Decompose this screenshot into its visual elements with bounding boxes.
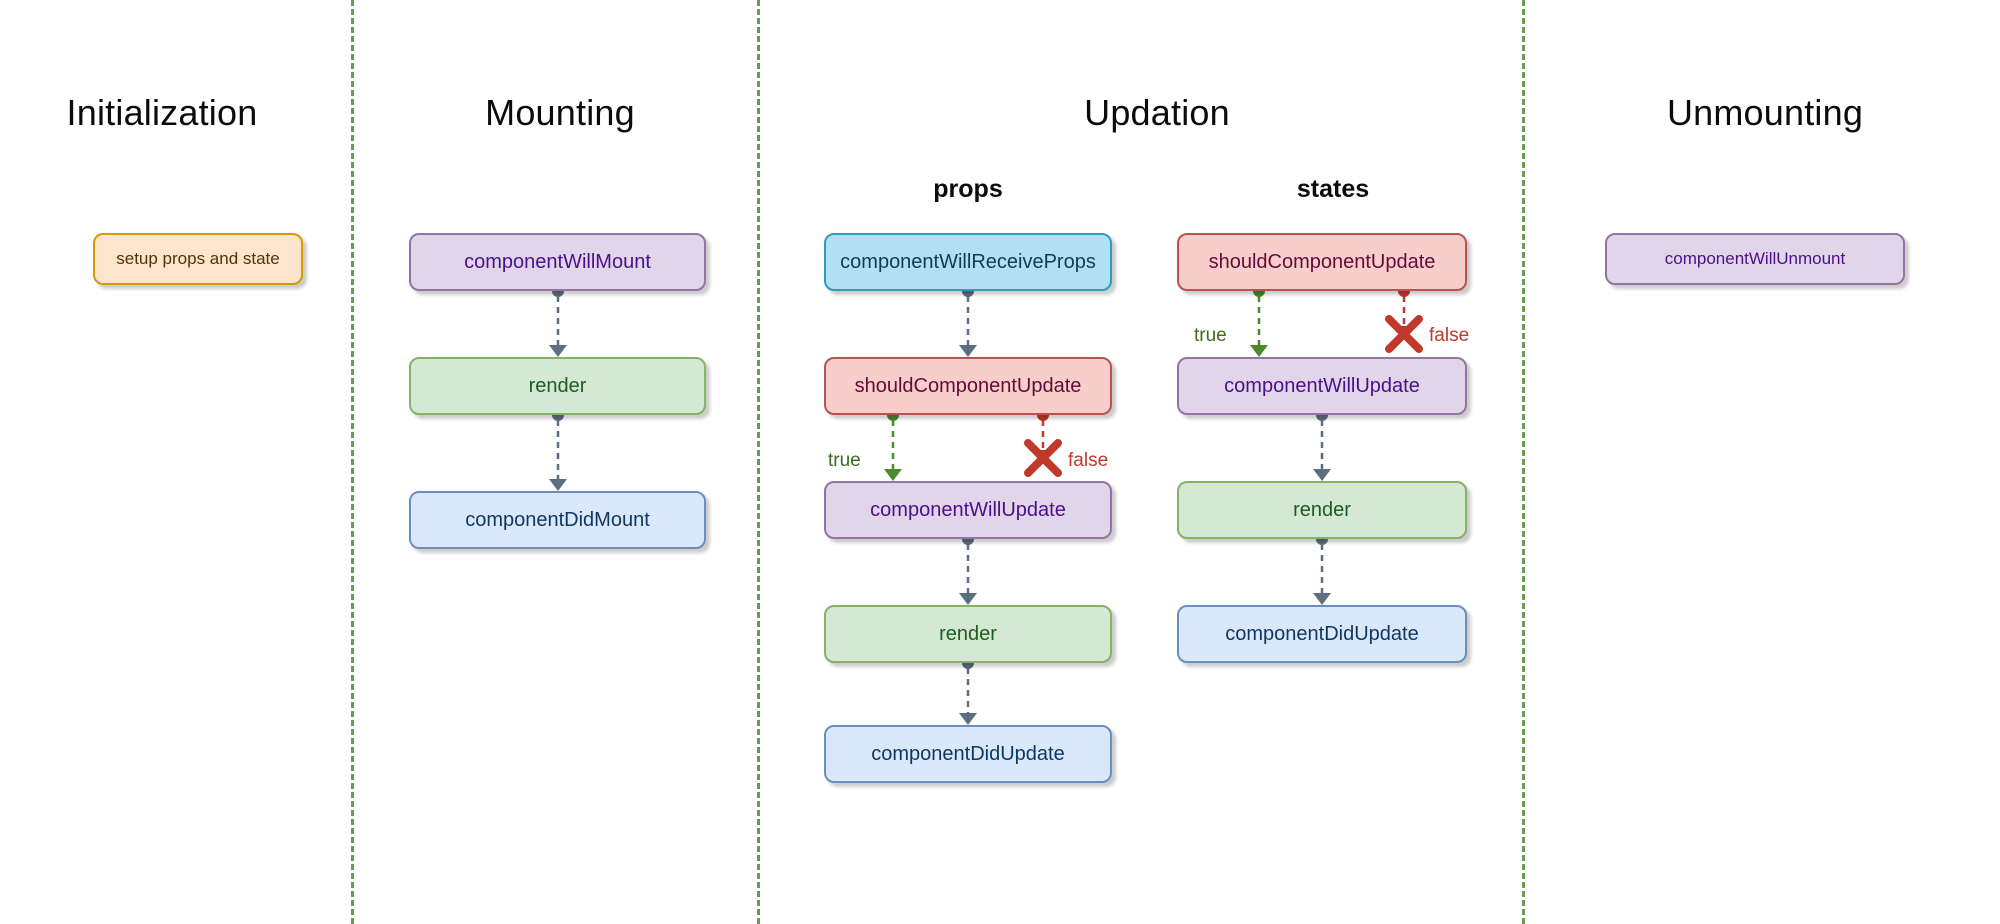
- divider-2: [757, 0, 760, 924]
- node-states-render[interactable]: render: [1177, 481, 1467, 539]
- node-states-should-update[interactable]: shouldComponentUpdate: [1177, 233, 1467, 291]
- divider-3: [1522, 0, 1525, 924]
- section-title-initialization: Initialization: [66, 92, 258, 133]
- branch-label-props-false-label: false: [1068, 450, 1109, 471]
- node-mount-will-mount[interactable]: componentWillMount: [409, 233, 706, 291]
- section-title-updation: Updation: [1084, 92, 1230, 133]
- subsection-title-states: states: [1296, 175, 1370, 203]
- node-props-will-update[interactable]: componentWillUpdate: [824, 481, 1112, 539]
- node-unmount-will-unmount[interactable]: componentWillUnmount: [1605, 233, 1905, 285]
- section-title-unmounting: Unmounting: [1666, 92, 1864, 133]
- node-setup-props-and-state[interactable]: setup props and state: [93, 233, 303, 285]
- node-props-did-update[interactable]: componentDidUpdate: [824, 725, 1112, 783]
- node-mount-render[interactable]: render: [409, 357, 706, 415]
- node-states-will-update[interactable]: componentWillUpdate: [1177, 357, 1467, 415]
- subsection-title-props: props: [933, 175, 1003, 203]
- divider-1: [351, 0, 354, 924]
- branch-label-states-true-label: true: [1194, 325, 1227, 346]
- node-states-did-update[interactable]: componentDidUpdate: [1177, 605, 1467, 663]
- node-props-should-update[interactable]: shouldComponentUpdate: [824, 357, 1112, 415]
- section-title-mounting: Mounting: [485, 92, 635, 133]
- node-props-will-receive[interactable]: componentWillReceiveProps: [824, 233, 1112, 291]
- node-props-render[interactable]: render: [824, 605, 1112, 663]
- branch-label-props-true-label: true: [828, 450, 861, 471]
- node-mount-did-mount[interactable]: componentDidMount: [409, 491, 706, 549]
- branch-label-states-false-label: false: [1429, 325, 1470, 346]
